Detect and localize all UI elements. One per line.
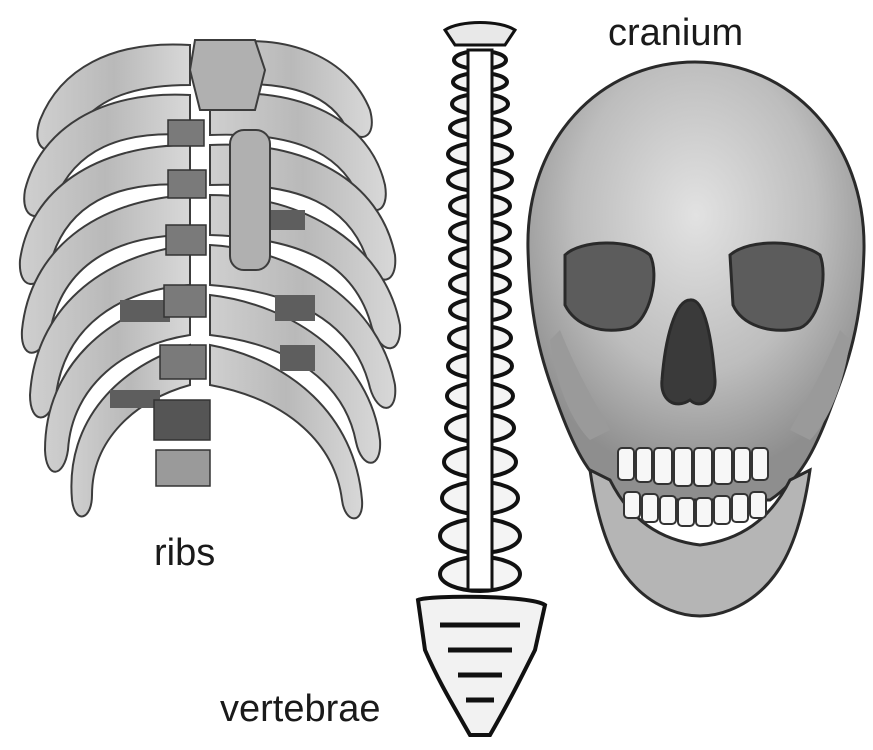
right-eye-socket — [730, 243, 823, 330]
label-ribs: ribs — [154, 534, 215, 572]
label-vertebrae: vertebrae — [220, 690, 381, 728]
skull — [528, 62, 864, 616]
label-cranium: cranium — [608, 14, 743, 52]
left-eye-socket — [565, 243, 654, 330]
